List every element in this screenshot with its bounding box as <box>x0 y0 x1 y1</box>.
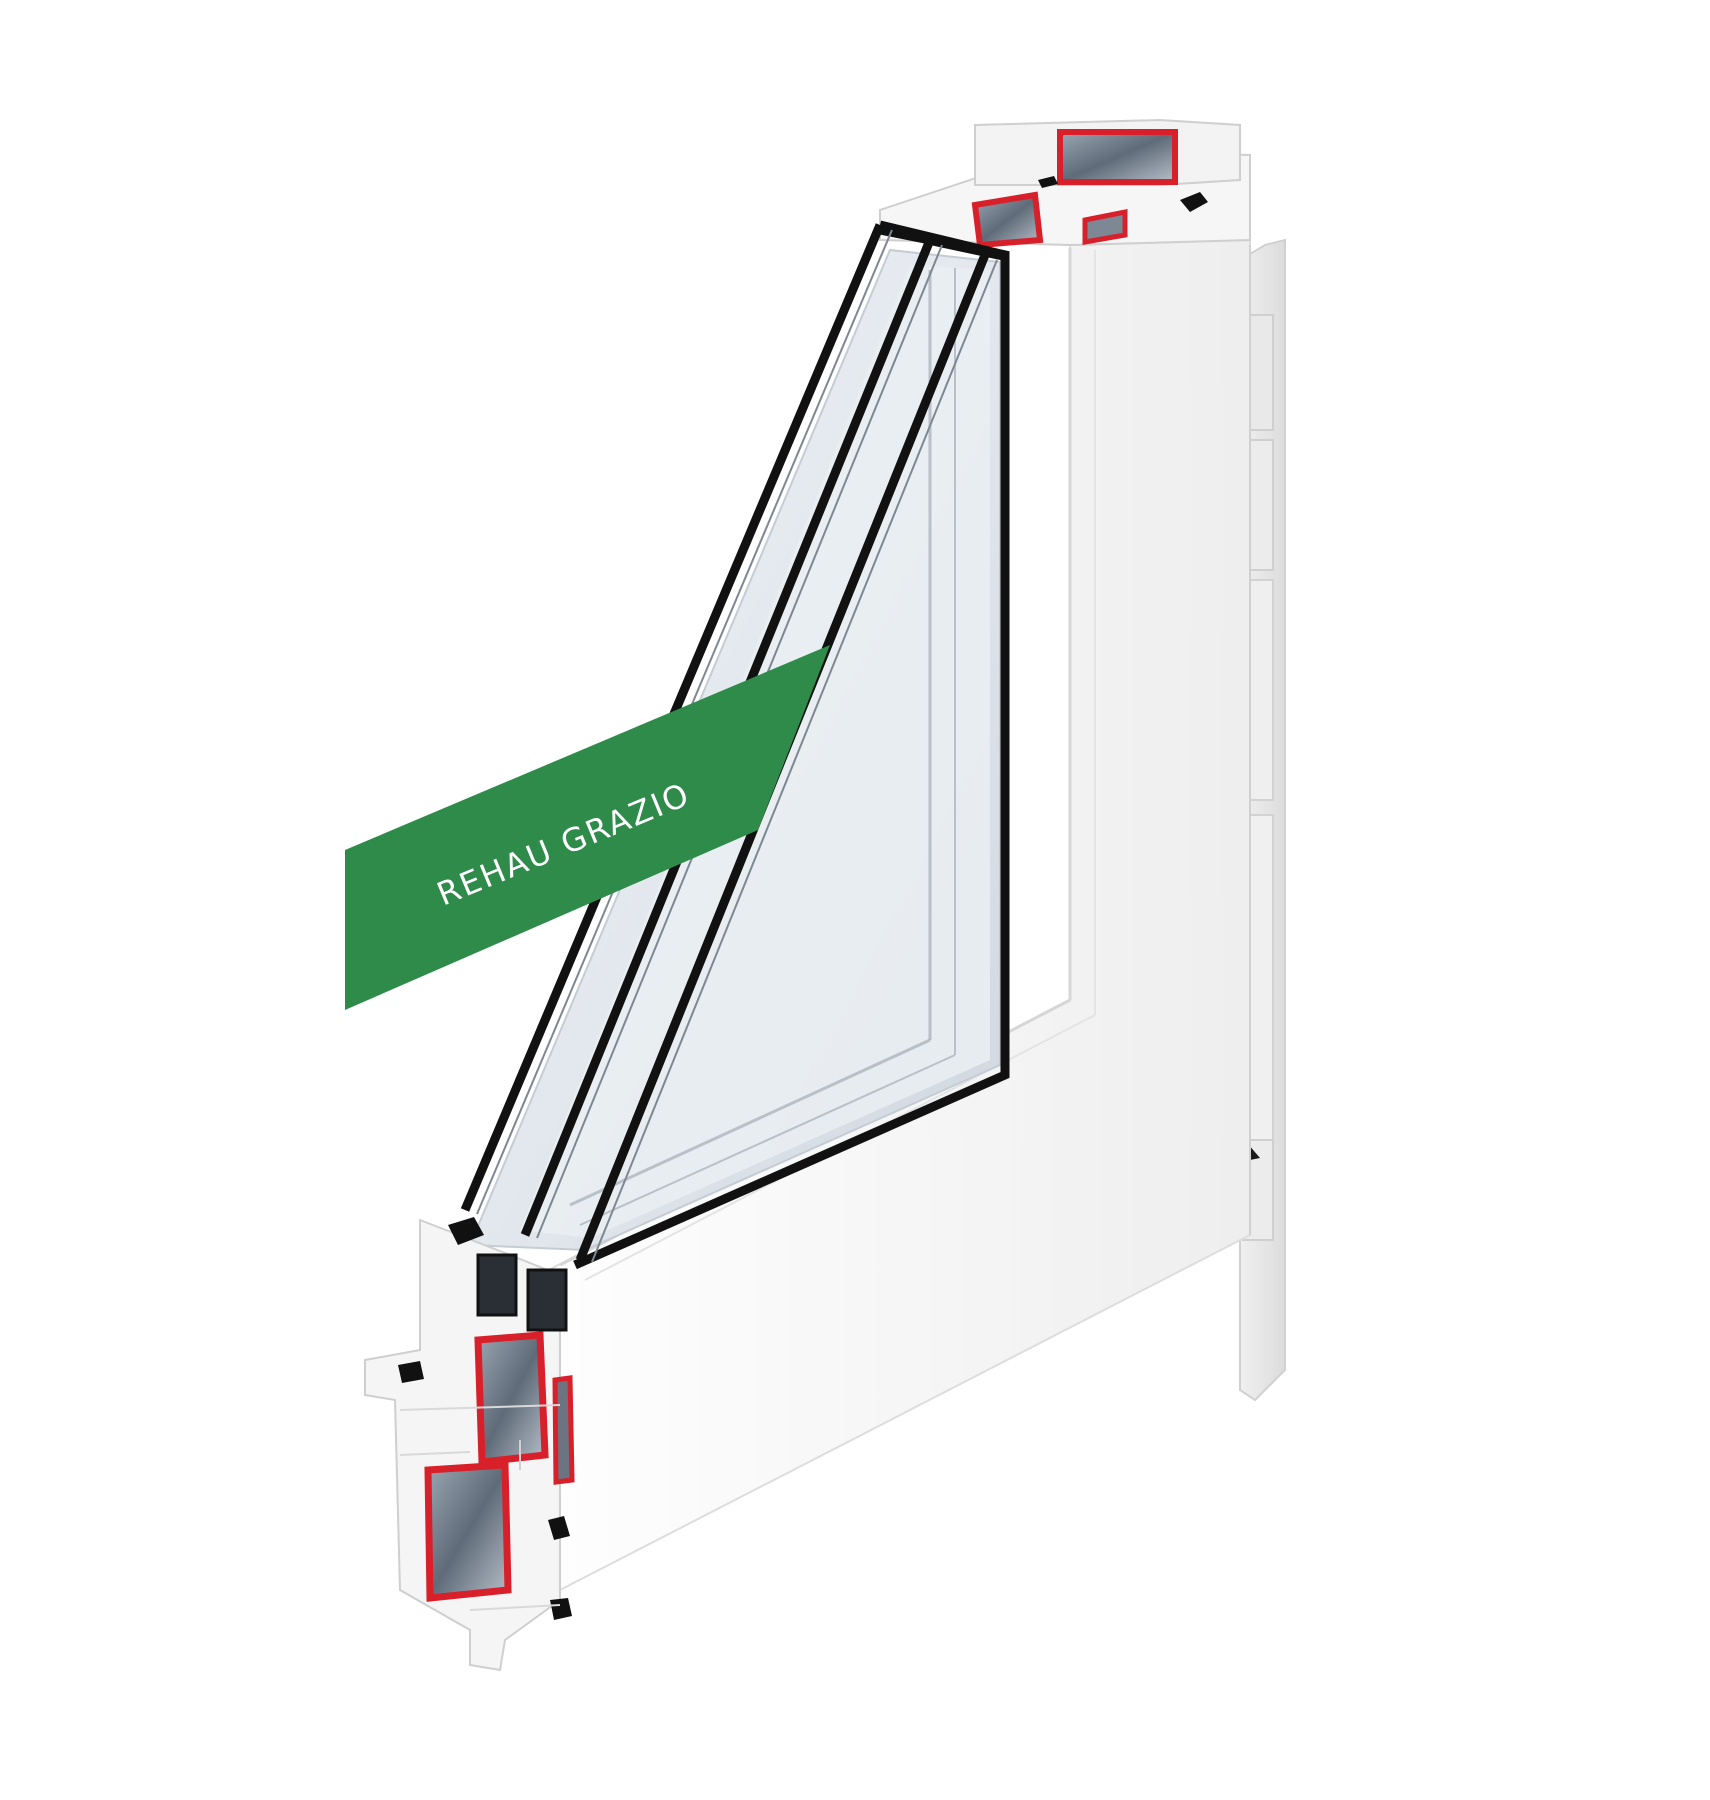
frame-side-face <box>1218 238 1286 1402</box>
frame-top-cross-section <box>879 118 1251 249</box>
frame-bottom-cross-section <box>364 1217 575 1672</box>
